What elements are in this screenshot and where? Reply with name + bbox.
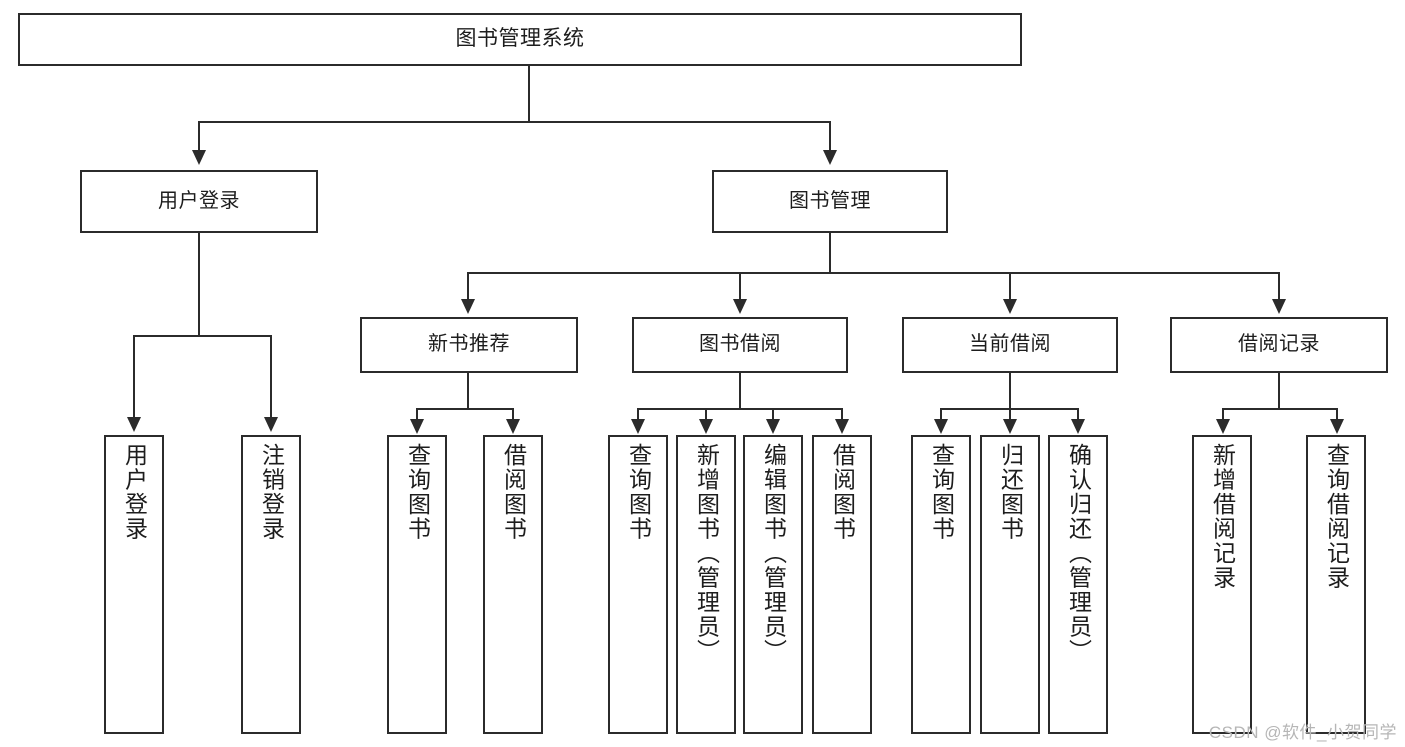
- connector-current-borrow-stem: [1009, 373, 1011, 409]
- arrow-to-leaf-user-login: [127, 417, 141, 432]
- node-label: 注销登录: [258, 443, 285, 541]
- node-label: 查询借阅记录: [1323, 443, 1350, 590]
- connector-current-borrow-to-leaf-3: [1077, 408, 1079, 420]
- node-label: 图书借阅: [699, 333, 781, 356]
- node-label: 借阅图书: [829, 443, 856, 541]
- node-label: 新书推荐: [428, 333, 510, 356]
- connector-root-to-user-login: [198, 121, 200, 151]
- leaf-user-login[interactable]: 用户登录: [104, 435, 164, 734]
- node-label: 确认归还（管理员）: [1065, 443, 1092, 664]
- connector-user-login-bus: [133, 335, 271, 337]
- leaf-query-book-new[interactable]: 查询图书: [387, 435, 447, 734]
- connector-user-login-stem: [198, 233, 200, 336]
- connector-borrow-record-to-leaf-1: [1222, 408, 1224, 420]
- arrow-to-leaf-return-book: [1003, 419, 1017, 434]
- connector-root-stem: [528, 66, 530, 122]
- arrow-to-leaf-query-record: [1330, 419, 1344, 434]
- node-book-management[interactable]: 图书管理: [712, 170, 948, 233]
- arrow-to-leaf-query-book-1: [410, 419, 424, 434]
- node-label: 归还图书: [997, 443, 1024, 541]
- connector-to-borrow-record: [1278, 272, 1280, 300]
- connector-user-login-to-leaf-2: [270, 335, 272, 418]
- leaf-query-book-current[interactable]: 查询图书: [911, 435, 971, 734]
- node-label: 新增借阅记录: [1209, 443, 1236, 590]
- leaf-confirm-return-admin[interactable]: 确认归还（管理员）: [1048, 435, 1108, 734]
- connector-book-borrow-to-leaf-1: [637, 408, 639, 420]
- arrow-to-leaf-logout: [264, 417, 278, 432]
- leaf-logout[interactable]: 注销登录: [241, 435, 301, 734]
- leaf-return-book[interactable]: 归还图书: [980, 435, 1040, 734]
- connector-book-borrow-to-leaf-4: [841, 408, 843, 420]
- arrow-to-book-borrow: [733, 299, 747, 314]
- connector-book-borrow-stem: [739, 373, 741, 409]
- node-label: 用户登录: [158, 189, 240, 212]
- leaf-query-book-borrow[interactable]: 查询图书: [608, 435, 668, 734]
- connector-current-borrow-to-leaf-1: [940, 408, 942, 420]
- leaf-borrow-book[interactable]: 借阅图书: [812, 435, 872, 734]
- connector-book-manage-bus: [467, 272, 1279, 274]
- connector-user-login-to-leaf-1: [133, 335, 135, 418]
- arrow-to-current-borrow: [1003, 299, 1017, 314]
- connector-to-new-book: [467, 272, 469, 300]
- node-label: 查询图书: [404, 443, 431, 541]
- leaf-query-borrow-record[interactable]: 查询借阅记录: [1306, 435, 1366, 734]
- arrow-to-leaf-borrow-book-2: [835, 419, 849, 434]
- arrow-to-leaf-add-record: [1216, 419, 1230, 434]
- node-new-book-recommend[interactable]: 新书推荐: [360, 317, 578, 373]
- connector-borrow-record-stem: [1278, 373, 1280, 409]
- connector-root-to-book-manage: [829, 121, 831, 151]
- node-label: 借阅图书: [500, 443, 527, 541]
- leaf-edit-book-admin[interactable]: 编辑图书（管理员）: [743, 435, 803, 734]
- node-label: 借阅记录: [1238, 333, 1320, 356]
- arrow-to-leaf-confirm-return: [1071, 419, 1085, 434]
- connector-to-current-borrow: [1009, 272, 1011, 300]
- node-label: 新增图书（管理员）: [693, 443, 720, 664]
- node-user-login[interactable]: 用户登录: [80, 170, 318, 233]
- node-label: 图书管理: [789, 189, 871, 212]
- arrow-to-user-login: [192, 150, 206, 165]
- connector-borrow-record-to-leaf-2: [1336, 408, 1338, 420]
- node-label: 查询图书: [928, 443, 955, 541]
- node-label: 编辑图书（管理员）: [760, 443, 787, 664]
- arrow-to-borrow-record: [1272, 299, 1286, 314]
- leaf-add-book-admin[interactable]: 新增图书（管理员）: [676, 435, 736, 734]
- node-book-borrow[interactable]: 图书借阅: [632, 317, 848, 373]
- node-label: 用户登录: [121, 443, 148, 541]
- connector-to-book-borrow: [739, 272, 741, 300]
- connector-new-book-stem: [467, 373, 469, 409]
- node-label: 查询图书: [625, 443, 652, 541]
- arrow-to-leaf-borrow-book-1: [506, 419, 520, 434]
- connector-borrow-record-bus: [1222, 408, 1336, 410]
- arrow-to-leaf-query-book-3: [934, 419, 948, 434]
- connector-current-borrow-to-leaf-2: [1009, 408, 1011, 420]
- connector-new-book-to-leaf-2: [512, 408, 514, 420]
- arrow-to-new-book-recommend: [461, 299, 475, 314]
- arrow-to-leaf-add-book: [699, 419, 713, 434]
- arrow-to-book-manage: [823, 150, 837, 165]
- connector-book-borrow-to-leaf-2: [705, 408, 707, 420]
- node-borrow-record[interactable]: 借阅记录: [1170, 317, 1388, 373]
- connector-root-bus: [198, 121, 830, 123]
- node-label: 当前借阅: [969, 333, 1051, 356]
- node-current-borrow[interactable]: 当前借阅: [902, 317, 1118, 373]
- connector-book-manage-stem: [829, 233, 831, 273]
- connector-new-book-to-leaf-1: [416, 408, 418, 420]
- leaf-borrow-book-new[interactable]: 借阅图书: [483, 435, 543, 734]
- leaf-add-borrow-record[interactable]: 新增借阅记录: [1192, 435, 1252, 734]
- connector-book-borrow-bus: [637, 408, 843, 410]
- node-label: 图书管理系统: [455, 27, 585, 51]
- connector-book-borrow-to-leaf-3: [772, 408, 774, 420]
- arrow-to-leaf-query-book-2: [631, 419, 645, 434]
- connector-new-book-bus: [416, 408, 514, 410]
- arrow-to-leaf-edit-book: [766, 419, 780, 434]
- node-root-system[interactable]: 图书管理系统: [18, 13, 1022, 66]
